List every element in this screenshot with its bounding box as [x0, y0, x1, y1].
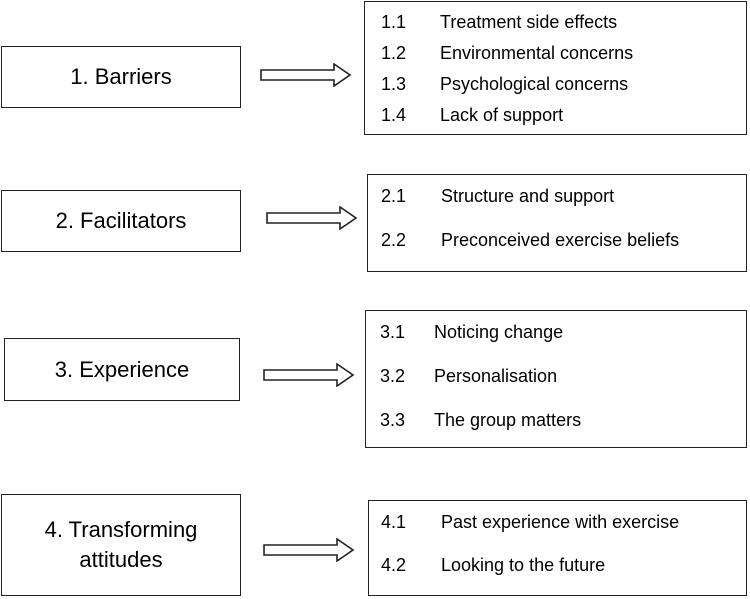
subtheme-text: Looking to the future	[441, 555, 606, 575]
subtheme-number: 4.2	[381, 555, 407, 575]
subtheme-number: 2.2	[381, 230, 407, 250]
subtheme-text: Treatment side effects	[440, 12, 618, 32]
right-arrow-icon	[263, 538, 355, 562]
theme-label: 3. Experience	[54, 356, 190, 382]
subtheme-number: 3.3	[380, 410, 406, 430]
subtheme-text: The group matters	[434, 410, 582, 430]
subtheme-text: Personalisation	[434, 366, 558, 386]
theme-box-transforming-attitudes: 4. Transforming attitudes	[1, 494, 241, 596]
theme-label: 1. Barriers	[70, 64, 172, 89]
right-arrow-icon	[266, 206, 358, 230]
subtheme-box-experience: 3.1 Noticing change 3.2 Personalisation …	[365, 310, 747, 448]
subtheme-text: Noticing change	[434, 322, 564, 342]
right-arrow-icon	[260, 63, 352, 87]
theme-box-experience: 3. Experience	[4, 338, 240, 401]
theme-box-facilitators: 2. Facilitators	[1, 190, 241, 252]
subtheme-box-facilitators: 2.1 Structure and support 2.2 Preconceiv…	[367, 174, 747, 272]
subtheme-number: 1.4	[381, 105, 407, 125]
subtheme-box-barriers: 1.1 Treatment side effects 1.2 Environme…	[364, 1, 747, 135]
subtheme-number: 1.1	[381, 12, 407, 32]
subtheme-number: 2.1	[381, 186, 407, 206]
theme-label: 4. Transforming attitudes	[44, 517, 198, 572]
theme-box-barriers: 1. Barriers	[1, 46, 241, 108]
subtheme-text: Preconceived exercise beliefs	[441, 230, 680, 250]
subtheme-box-transforming-attitudes: 4.1 Past experience with exercise 4.2 Lo…	[368, 500, 747, 596]
subtheme-number: 3.2	[380, 366, 406, 386]
subtheme-number: 3.1	[380, 322, 406, 342]
theme-label: 2. Facilitators	[55, 208, 187, 233]
subtheme-number: 4.1	[381, 512, 407, 532]
subtheme-number: 1.3	[381, 74, 407, 94]
subtheme-text: Psychological concerns	[440, 74, 629, 94]
subtheme-text: Lack of support	[440, 105, 564, 125]
subtheme-text: Environmental concerns	[440, 43, 634, 63]
subtheme-text: Past experience with exercise	[441, 512, 680, 532]
right-arrow-icon	[263, 363, 355, 387]
subtheme-number: 1.2	[381, 43, 407, 63]
subtheme-text: Structure and support	[441, 186, 615, 206]
